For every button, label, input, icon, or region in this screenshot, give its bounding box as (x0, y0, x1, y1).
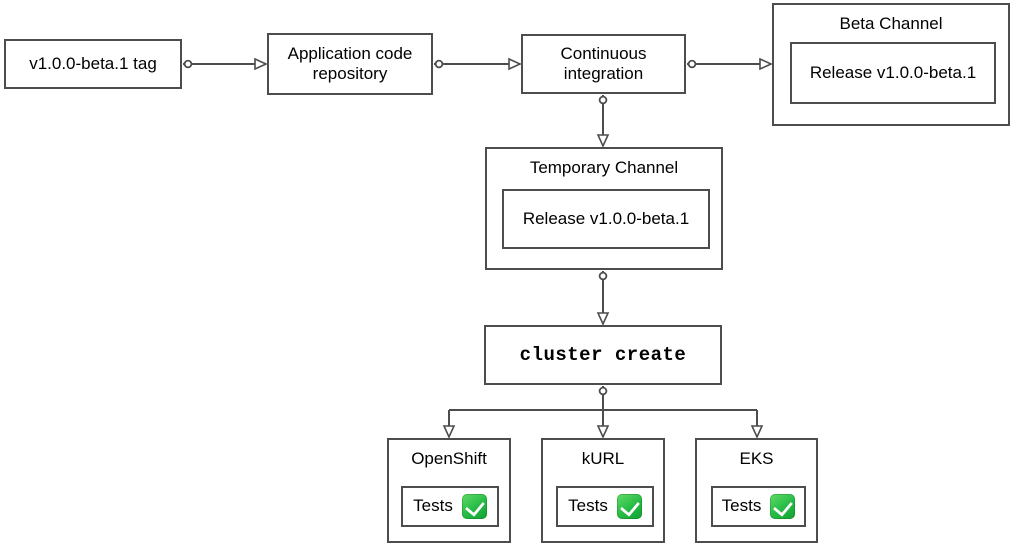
eks-title: EKS (739, 449, 774, 468)
node-application-code-repository: Application code repository (267, 33, 433, 95)
temporary-release-label: Release v1.0.0-beta.1 (522, 208, 690, 228)
node-version-tag: v1.0.0-beta.1 tag (4, 39, 182, 89)
node-temporary-channel: Temporary Channel Release v1.0.0-beta.1 (485, 147, 723, 270)
cluster-create-label: cluster create (519, 343, 687, 366)
node-temporary-release: Release v1.0.0-beta.1 (502, 189, 710, 249)
check-mark-button-icon (616, 494, 642, 519)
node-eks: EKS Tests (695, 438, 818, 543)
check-mark-button-icon (770, 494, 796, 519)
node-version-tag-label: v1.0.0-beta.1 tag (29, 53, 157, 73)
openshift-tests-box: Tests (401, 486, 499, 527)
node-cluster-create: cluster create (484, 325, 722, 385)
kurl-tests-label: Tests (568, 496, 608, 516)
beta-channel-title: Beta Channel (839, 14, 943, 33)
eks-tests-label: Tests (721, 496, 762, 516)
node-application-code-repository-label: Application code repository (287, 43, 413, 83)
node-continuous-integration: Continuous integration (521, 34, 686, 94)
temporary-channel-title: Temporary Channel (529, 158, 679, 177)
kurl-tests-box: Tests (556, 486, 654, 527)
openshift-title: OpenShift (411, 449, 487, 468)
node-continuous-integration-label: Continuous integration (560, 43, 647, 83)
node-openshift: OpenShift Tests (387, 438, 511, 543)
openshift-tests-label: Tests (413, 496, 453, 516)
beta-release-label: Release v1.0.0-beta.1 (809, 62, 977, 82)
check-mark-button-icon (461, 494, 487, 519)
eks-tests-box: Tests (711, 486, 806, 527)
node-kurl: kURL Tests (541, 438, 665, 543)
node-beta-release: Release v1.0.0-beta.1 (790, 42, 996, 104)
kurl-title: kURL (581, 449, 625, 468)
node-beta-channel: Beta Channel Release v1.0.0-beta.1 (772, 3, 1010, 126)
